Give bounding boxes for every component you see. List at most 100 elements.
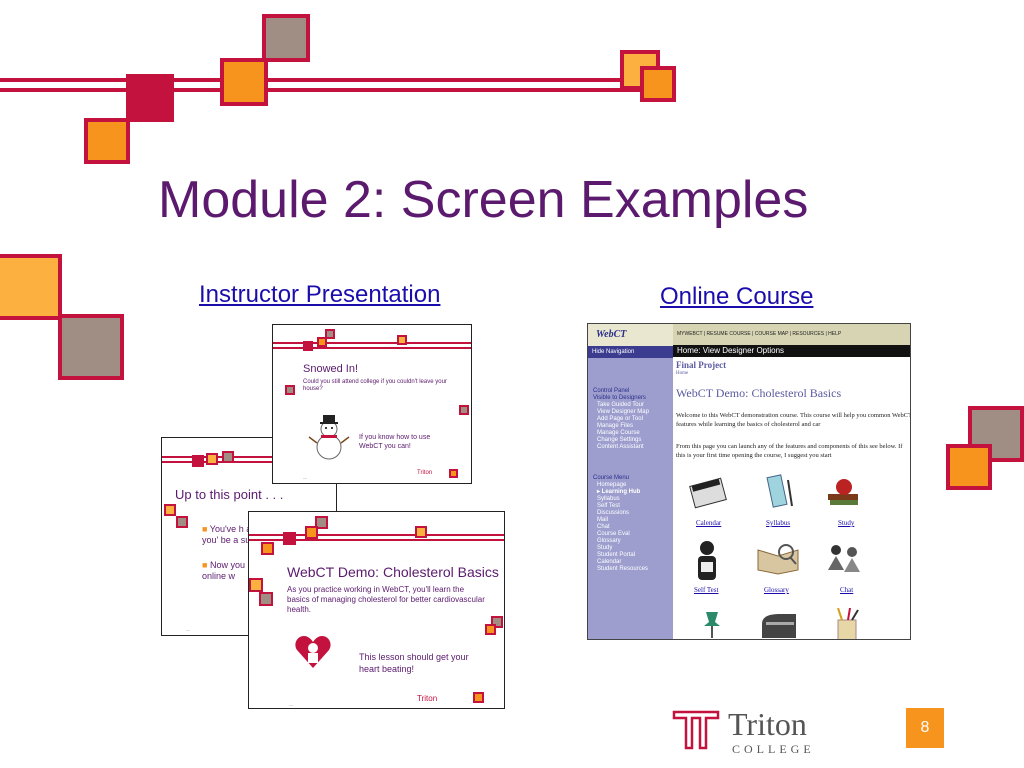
icon-label-syllabus[interactable]: Syllabus [766, 519, 791, 527]
slide-rule [273, 342, 471, 344]
deco-square [325, 329, 335, 339]
icon-label-self-test[interactable]: Self Test [694, 586, 719, 594]
webct-mode-bar[interactable]: Home: View Designer Options [673, 345, 910, 357]
deco-square [317, 337, 327, 347]
deco-square [164, 504, 176, 516]
nav-item[interactable]: Syllabus [597, 496, 620, 502]
deco-square [206, 453, 218, 465]
nav-group-visible-designers[interactable]: Visible to Designers [593, 395, 646, 401]
instructor-presentation-link[interactable]: Instructor Presentation [199, 281, 441, 308]
study-icon[interactable] [824, 474, 864, 510]
webct-top-nav-links[interactable]: MYWEBCT | RESUME COURSE | COURSE MAP | R… [677, 331, 842, 337]
pencil-cup-icon[interactable] [832, 607, 862, 639]
deco-square [249, 578, 263, 592]
page-number: 8 [906, 708, 944, 748]
deco-square [176, 516, 188, 528]
slide-title: WebCT Demo: Cholesterol Basics [287, 564, 499, 580]
bullet-text: ■ You've h and you' be a suc [202, 524, 262, 546]
pushpin-icon[interactable] [698, 608, 728, 638]
chat-icon[interactable] [824, 540, 864, 576]
deco-square [222, 451, 234, 463]
nav-item[interactable]: Take Guided Tour [597, 402, 644, 408]
nav-item[interactable]: ▸ Learning Hub [597, 489, 641, 495]
icon-label-study[interactable]: Study [838, 519, 855, 527]
calendar-icon[interactable] [688, 476, 728, 510]
deco-square [58, 314, 124, 380]
header-rule-top [0, 78, 675, 82]
nav-item[interactable]: Student Portal [597, 552, 636, 558]
deco-square [303, 341, 313, 351]
slide-rule [249, 534, 504, 536]
slide-text: As you practice working in WebCT, you'll… [287, 585, 485, 614]
slide-rule [273, 347, 471, 349]
bullet-icon: ■ [202, 524, 208, 534]
webct-sidebar [588, 346, 673, 639]
slide-text: Could you still attend college if you co… [303, 379, 447, 392]
nav-item[interactable]: Add Page or Tool [597, 416, 643, 422]
nav-item[interactable]: View Designer Map [597, 409, 649, 415]
slide-callout: If you know how to use WebCT you can! [359, 434, 431, 450]
icon-label-glossary[interactable]: Glossary [764, 586, 789, 594]
course-launch-text: From this page you can launch any of the… [676, 443, 903, 459]
bullet-1: You've h and you' be a suc [202, 524, 262, 545]
slide-callout: This lesson should get your heart beatin… [359, 652, 469, 674]
heart-doctor-icon [293, 632, 333, 672]
triton-mini-logo: Triton [417, 694, 438, 703]
deco-square [126, 74, 174, 122]
nav-item[interactable]: Homepage [597, 482, 627, 488]
nav-item[interactable]: Manage Course [597, 430, 640, 436]
deco-square [449, 469, 458, 478]
nav-item[interactable]: Discussions [597, 510, 630, 516]
nav-item[interactable]: Content Assistant [597, 444, 644, 450]
deco-square [261, 542, 274, 555]
nav-item[interactable]: Change Settings [597, 437, 642, 443]
webct-course-screenshot[interactable]: WebCT MYWEBCT | RESUME COURSE | COURSE M… [587, 323, 911, 640]
glossary-icon[interactable] [756, 540, 800, 576]
self-test-icon[interactable] [692, 538, 722, 582]
nav-item[interactable]: Course Eval [597, 531, 630, 537]
project-title: Final Project [676, 360, 727, 370]
breadcrumb[interactable]: Home [676, 371, 689, 376]
slide-thumbnail-snowed-in[interactable]: Snowed In! Could you still attend colleg… [272, 324, 472, 484]
deco-square [259, 592, 273, 606]
nav-item[interactable]: Calendar [597, 559, 622, 565]
syllabus-icon[interactable] [762, 474, 798, 510]
nav-group-course-menu[interactable]: Course Menu [593, 475, 630, 481]
nav-item[interactable]: Study [597, 545, 613, 551]
bullet-2: Now you online w [202, 560, 245, 581]
icon-label-calendar[interactable]: Calendar [696, 519, 722, 527]
nav-item[interactable]: Self Test [597, 503, 620, 509]
logo-sub: COLLEGE [732, 742, 815, 756]
mailbox-icon[interactable] [760, 612, 800, 639]
deco-square [262, 14, 310, 62]
deco-square [220, 58, 268, 106]
icon-label-chat[interactable]: Chat [840, 586, 854, 594]
nav-item[interactable]: Mail [597, 517, 609, 523]
slide-title: Up to this point . . . [175, 487, 284, 502]
deco-square [415, 526, 427, 538]
nav-item[interactable]: Glossary [597, 538, 621, 544]
webct-top-nav: MYWEBCT | RESUME COURSE | COURSE MAP | R… [673, 324, 910, 345]
deco-square [459, 405, 469, 415]
slide-thumbnail-webct-demo[interactable]: WebCT Demo: Cholesterol Basics As you pr… [248, 511, 505, 709]
nav-item[interactable]: Manage Files [597, 423, 634, 429]
triton-trident-icon [672, 710, 720, 750]
webct-logo-text: WebCT [596, 329, 627, 340]
slide-rule [162, 456, 336, 458]
nav-group-control-panel[interactable]: Control Panel [593, 388, 630, 394]
deco-square [315, 516, 328, 529]
slide-footer: — [186, 627, 190, 632]
nav-item[interactable]: Student Resources [597, 566, 649, 572]
snowman-icon [307, 413, 351, 461]
deco-square [0, 254, 62, 320]
bullet-text: ■ Now you online w [202, 560, 252, 582]
online-course-link[interactable]: Online Course [660, 283, 814, 310]
deco-square [305, 526, 318, 539]
page-title: Module 2: Screen Examples [158, 171, 809, 229]
slide-title: Snowed In! [303, 363, 359, 375]
slide-footer: — [303, 475, 307, 480]
nav-item[interactable]: Chat [597, 524, 610, 530]
hide-navigation-button[interactable]: Hide Navigation [588, 346, 673, 358]
deco-square [84, 118, 130, 164]
deco-square [473, 692, 484, 703]
